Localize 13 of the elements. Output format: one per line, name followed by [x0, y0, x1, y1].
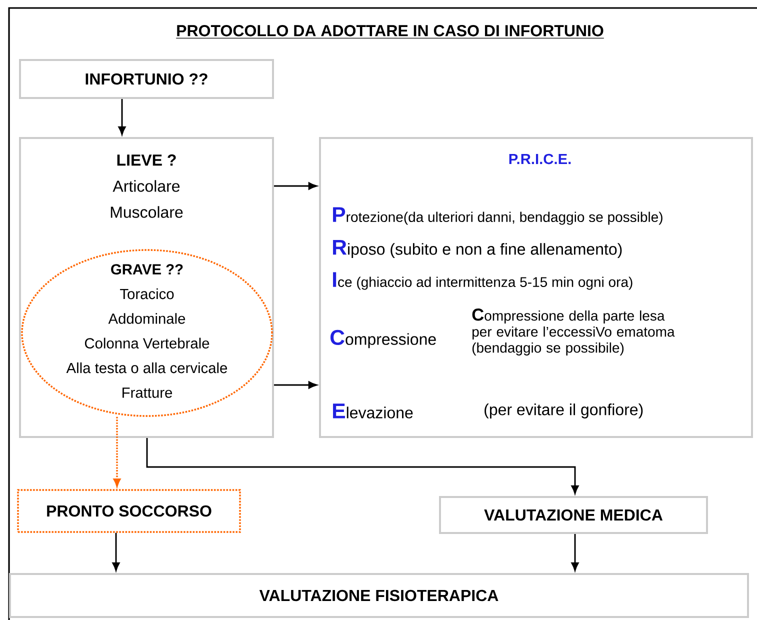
- process-box: INFORTUNIO ??: [19, 59, 274, 99]
- arrow: [274, 182, 317, 190]
- process-box: VALUTAZIONE MEDICA: [439, 496, 708, 534]
- arrow: [118, 99, 126, 135]
- arrow: [112, 532, 120, 571]
- process-box: VALUTAZIONE FISIOTERAPICA: [9, 573, 749, 618]
- arrow: [113, 416, 121, 487]
- process-box: PRONTO SOCCORSO: [17, 489, 241, 533]
- arrow: [146, 438, 579, 494]
- title: PROTOCOLLO DA ADOTTARE IN CASO DI INFORTUNIO: [176, 25, 604, 38]
- arrow: [571, 534, 579, 571]
- price-box: P.R.I.C.E. Protezione(da ulteriori danni, bendaggio se possible) Riposo (subito e non a fine allenamento) Ice (ghiaccio ad intermittenza 5-15 min ogni ora) Compressione Compressione della parte lesa per evitare l’eccessiVo ematoma (bendaggio se possibile) Elevazione (per evitare il gonfiore): [319, 137, 753, 438]
- arrow: [274, 381, 317, 389]
